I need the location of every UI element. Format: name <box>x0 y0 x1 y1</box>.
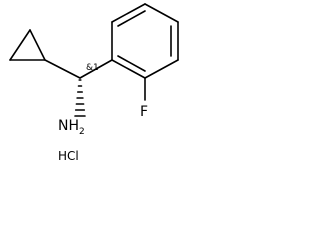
fluorine-label: F <box>140 104 148 120</box>
bond-phenyl-3 <box>144 3 179 23</box>
bond-cyclopropyl-1 <box>9 29 31 61</box>
bond-cyclopropyl-stereocenter <box>44 59 81 79</box>
cyclopropyl-ring <box>9 29 46 61</box>
phenyl-ring <box>111 3 179 79</box>
salt-label: HCl <box>58 149 79 163</box>
bond-phenyl-2 <box>111 3 146 23</box>
amine-subscript: 2 <box>79 127 85 137</box>
bond-phenyl-5 <box>144 59 179 79</box>
amine-label: NH2 <box>58 118 85 137</box>
bond-cyclopropyl-3 <box>29 29 46 61</box>
amine-nh-text: NH <box>58 118 79 134</box>
double-bond-inner-1 <box>117 10 146 27</box>
bond-phenyl-6 <box>111 59 146 79</box>
stereo-descriptor-label: &1 <box>86 63 99 73</box>
hashed-wedge-bond <box>74 79 86 117</box>
double-bond-inner-3 <box>117 55 146 72</box>
bond-stereocenter-phenyl <box>79 59 113 79</box>
chemical-structure: &1 NH2 F <box>9 3 179 137</box>
